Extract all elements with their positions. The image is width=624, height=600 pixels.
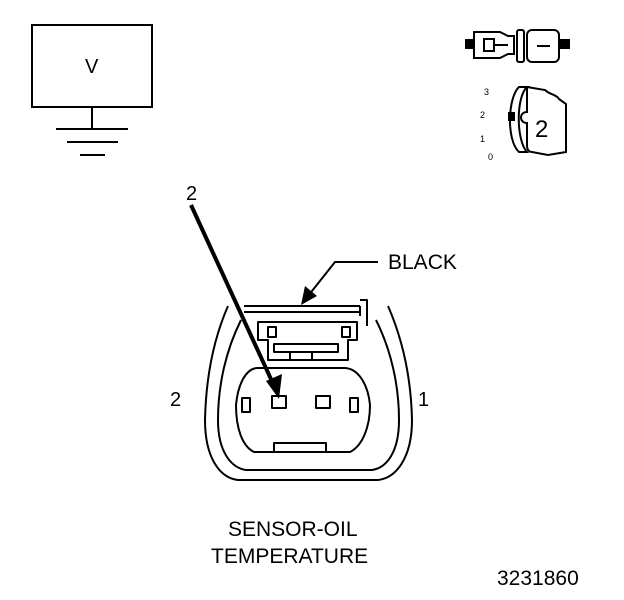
selected-pin-label: 2 bbox=[535, 116, 549, 143]
connector-name-line-1: SENSOR-OIL bbox=[228, 518, 358, 541]
pin-selector-icon bbox=[508, 85, 567, 157]
connector-face bbox=[204, 299, 413, 481]
pin-scale-label-3: 3 bbox=[484, 87, 490, 97]
voltmeter-symbol bbox=[31, 24, 153, 156]
figure-number: 3231860 bbox=[497, 567, 579, 590]
cavity-label-right: 1 bbox=[418, 389, 430, 411]
callout-pin-label: 2 bbox=[186, 183, 198, 205]
pin-callout-arrow bbox=[189, 204, 282, 399]
connector-color-label: BLACK bbox=[388, 251, 457, 274]
connector-name-line-2: TEMPERATURE bbox=[211, 545, 369, 568]
pin-scale-label-2: 2 bbox=[480, 110, 486, 120]
pin-scale-label-0: 0 bbox=[488, 152, 494, 162]
cavity-label-left: 2 bbox=[170, 389, 182, 411]
connector-halves-icon bbox=[465, 29, 570, 63]
voltmeter-label: V bbox=[85, 56, 99, 78]
color-leader-arrow bbox=[301, 261, 378, 305]
pin-scale-label-1: 1 bbox=[480, 134, 486, 144]
